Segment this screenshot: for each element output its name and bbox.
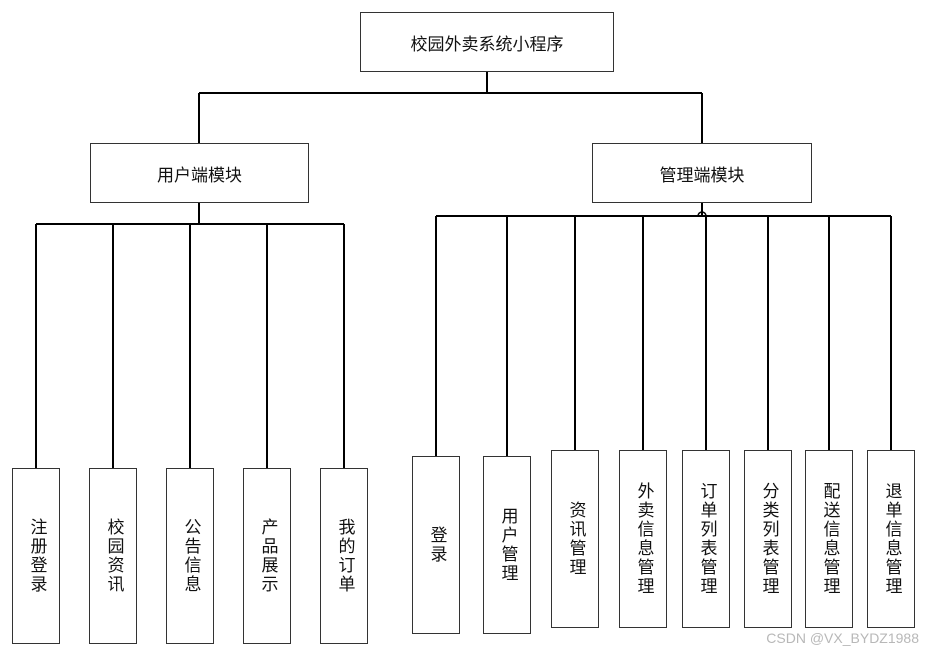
user-child-node: 公告信息 (166, 468, 214, 644)
admin-child-label: 登录 (426, 526, 447, 564)
admin-child-node: 订单列表管理 (682, 450, 730, 628)
admin-child-label: 分类列表管理 (758, 482, 779, 596)
admin-child-node: 退单信息管理 (867, 450, 915, 628)
user-child-node: 我的订单 (320, 468, 368, 644)
admin-child-label: 订单列表管理 (696, 482, 717, 596)
user-child-label: 产品展示 (257, 518, 278, 594)
root-label: 校园外卖系统小程序 (410, 34, 564, 55)
admin-child-node: 配送信息管理 (805, 450, 853, 628)
admin-module-label: 管理端模块 (659, 165, 745, 186)
user-child-node: 产品展示 (243, 468, 291, 644)
admin-child-label: 用户管理 (497, 507, 518, 583)
user-child-node: 注册登录 (12, 468, 60, 644)
admin-child-node: 用户管理 (483, 456, 531, 634)
user-module-node: 用户端模块 (90, 143, 309, 203)
admin-child-label: 资讯管理 (565, 501, 586, 577)
root-node: 校园外卖系统小程序 (360, 12, 614, 72)
admin-module-node: 管理端模块 (592, 143, 812, 203)
watermark: CSDN @VX_BYDZ1988 (766, 630, 919, 646)
admin-child-node: 资讯管理 (551, 450, 599, 628)
admin-child-label: 配送信息管理 (819, 482, 840, 596)
admin-child-node: 登录 (412, 456, 460, 634)
user-child-node: 校园资讯 (89, 468, 137, 644)
admin-child-label: 外卖信息管理 (633, 482, 654, 596)
user-child-label: 我的订单 (334, 518, 355, 594)
user-child-label: 公告信息 (180, 518, 201, 594)
user-child-label: 校园资讯 (103, 518, 124, 594)
admin-child-label: 退单信息管理 (881, 482, 902, 596)
admin-child-node: 分类列表管理 (744, 450, 792, 628)
user-module-label: 用户端模块 (157, 165, 242, 186)
user-child-label: 注册登录 (26, 518, 47, 594)
admin-child-node: 外卖信息管理 (619, 450, 667, 628)
